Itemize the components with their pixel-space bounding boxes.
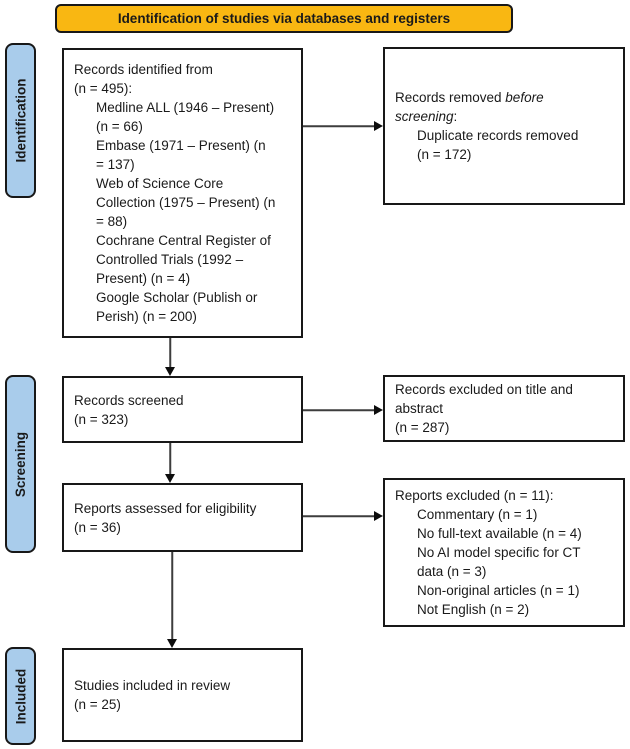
text-segment: : xyxy=(453,109,458,124)
text-line: Perish) (n = 200) xyxy=(96,309,197,324)
text-line: Cochrane Central Register of xyxy=(96,233,271,248)
text-segment-italic: before xyxy=(505,90,544,105)
text-line: (n = 287) xyxy=(395,420,450,435)
box-records-screened: Records screened (n = 323) xyxy=(62,376,303,443)
text-line: Records screened xyxy=(74,392,184,408)
arrow-line xyxy=(169,338,171,369)
text-line: screening: xyxy=(395,107,617,126)
box-reports-excluded: Reports excluded (n = 11): Commentary (n… xyxy=(383,478,625,627)
text-line: Collection (1975 – Present) (n xyxy=(96,195,276,210)
text-line: Reports excluded (n = 11): xyxy=(395,488,554,503)
text-line: Records removed before xyxy=(395,88,617,107)
stage-screening-text: Screening xyxy=(13,431,28,497)
text-line: Commentary (n = 1) xyxy=(417,507,538,522)
text-line: abstract xyxy=(395,401,444,416)
arrowhead-right-icon xyxy=(374,511,383,521)
banner-label: Identification of studies via databases … xyxy=(117,11,451,26)
stage-included-text: Included xyxy=(13,668,29,724)
arrow-screened-to-excluded xyxy=(303,404,383,416)
arrow-line xyxy=(171,552,173,641)
stage-label-identification: Identification xyxy=(5,43,36,198)
box-studies-included-text: Studies included in review (n = 25) xyxy=(64,674,301,716)
arrow-screened-to-assessed xyxy=(164,443,176,483)
box-reports-assessed: Reports assessed for eligibility (n = 36… xyxy=(62,483,303,552)
text-line: Non-original articles (n = 1) xyxy=(417,583,580,598)
stage-label-included: Included xyxy=(5,647,36,745)
stage-identification-text: Identification xyxy=(13,78,28,163)
text-line: = 137) xyxy=(96,157,135,172)
text-line: Controlled Trials (1992 – xyxy=(96,252,244,267)
arrow-line xyxy=(303,515,376,517)
box-studies-included: Studies included in review (n = 25) xyxy=(62,648,303,742)
text-line: Embase (1971 – Present) (n xyxy=(96,138,266,153)
text-line: Web of Science Core xyxy=(96,176,224,191)
arrow-line xyxy=(303,409,376,411)
text-line: (n = 66) xyxy=(96,119,143,134)
text-line: Present) (n = 4) xyxy=(96,271,191,286)
box-records-identified: Records identified from (n = 495): Medli… xyxy=(62,48,303,338)
arrow-assessed-to-reports-excluded xyxy=(303,510,383,522)
text-line: Medline ALL (1946 – Present) xyxy=(96,100,275,115)
text-line: (n = 172) xyxy=(417,147,472,162)
text-line: No full-text available (n = 4) xyxy=(417,526,582,541)
box-records-excluded-title-abstract: Records excluded on title and abstract (… xyxy=(383,375,625,442)
box-reports-assessed-text: Reports assessed for eligibility (n = 36… xyxy=(64,497,301,539)
text-line: Reports assessed for eligibility xyxy=(74,500,257,516)
text-line: (n = 323) xyxy=(74,411,129,427)
text-line: No AI model specific for CT xyxy=(417,545,581,560)
arrowhead-down-icon xyxy=(165,474,175,483)
box-records-screened-text: Records screened (n = 323) xyxy=(64,389,301,431)
text-line: Records excluded on title and xyxy=(395,382,573,397)
arrow-identified-to-screened xyxy=(164,338,176,376)
box-reports-excluded-text: Reports excluded (n = 11): Commentary (n… xyxy=(385,484,623,621)
arrowhead-down-icon xyxy=(165,367,175,376)
text-line: (n = 495): xyxy=(74,81,133,96)
box-records-removed: Records removed before screening: Duplic… xyxy=(383,47,625,205)
text-line: (n = 25) xyxy=(74,697,121,712)
box-records-removed-text: Records removed before screening: Duplic… xyxy=(385,86,623,166)
text-line: Studies included in review xyxy=(74,678,231,693)
text-segment: Records removed xyxy=(395,90,506,105)
text-line: Duplicate records removed xyxy=(417,128,579,143)
arrow-line xyxy=(169,443,171,476)
text-line: Records identified from xyxy=(74,62,213,77)
arrowhead-down-icon xyxy=(167,639,177,648)
arrow-line xyxy=(303,125,376,127)
text-line: Google Scholar (Publish or xyxy=(96,290,258,305)
arrowhead-right-icon xyxy=(374,121,383,131)
box-records-identified-text: Records identified from (n = 495): Medli… xyxy=(64,58,301,328)
arrow-identified-to-removed xyxy=(303,120,383,132)
banner-databases-registers: Identification of studies via databases … xyxy=(55,4,513,33)
text-line: (n = 36) xyxy=(74,519,121,535)
arrowhead-right-icon xyxy=(374,405,383,415)
text-line: = 88) xyxy=(96,214,128,229)
arrow-assessed-to-included xyxy=(166,552,178,648)
stage-label-screening: Screening xyxy=(5,375,36,553)
text-segment-italic: screening xyxy=(395,109,454,124)
text-line: Not English (n = 2) xyxy=(417,602,530,617)
box-records-excluded-text: Records excluded on title and abstract (… xyxy=(385,378,623,439)
text-line: data (n = 3) xyxy=(417,564,487,579)
